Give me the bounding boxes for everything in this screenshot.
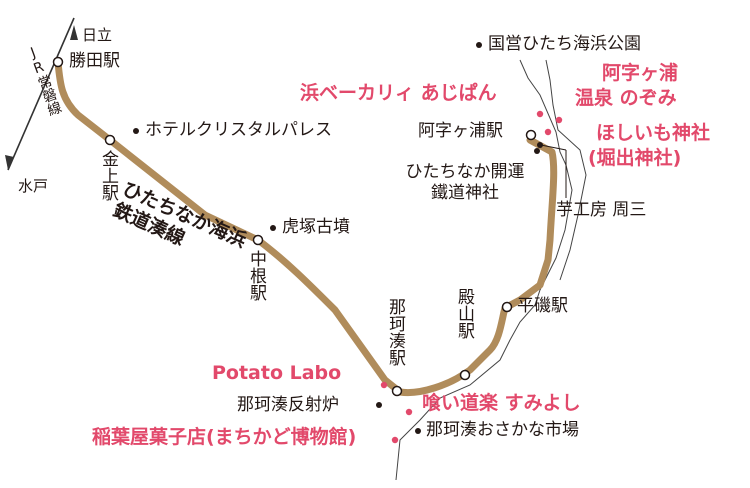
onsen-marker[interactable] (555, 116, 563, 124)
hoshiimo-marker[interactable] (544, 128, 552, 136)
coastline-inner (545, 59, 587, 281)
inabaya-marker[interactable] (391, 436, 399, 444)
landmark-park[interactable]: 国営ひたち海浜公園 (488, 34, 641, 54)
landmark-hotel[interactable]: ホテルクリスタルパレス (145, 120, 332, 140)
station-label-nakaminato[interactable]: 那珂湊駅 (385, 298, 405, 366)
shrine-marker[interactable] (537, 142, 543, 148)
station-label-hiraiso[interactable]: 平磯駅 (517, 296, 568, 316)
hotel-marker[interactable] (133, 128, 139, 134)
station-label-tonoyama[interactable]: 殿山駅 (454, 288, 474, 339)
station-label-kanaage[interactable]: 金上駅 (98, 150, 118, 201)
station-marker-kanaage[interactable] (104, 134, 116, 146)
jr-south-terminal: 水戸 (18, 177, 49, 195)
station-label-nakane[interactable]: 中根駅 (246, 250, 266, 301)
highlight-bakery[interactable]: 浜ベーカリィ あじぱん (300, 82, 497, 104)
station-marker-tonoyama[interactable] (459, 369, 471, 381)
highlight-potato-labo[interactable]: Potato Labo (212, 362, 342, 384)
jr-line-track (7, 17, 75, 171)
station-marker-katsuta[interactable] (52, 56, 64, 68)
shrine-leader (540, 144, 567, 151)
tumulus-marker[interactable] (270, 225, 276, 231)
fish-market-marker[interactable] (415, 428, 421, 434)
station-marker-ajigaura[interactable] (525, 129, 537, 141)
landmark-fish-market[interactable]: 那珂湊おさかな市場 (426, 420, 579, 440)
landmark-shrine-kaiun[interactable]: ひたちなか開運鐵道神社 (405, 162, 525, 204)
station-label-katsuta[interactable]: 勝田駅 (69, 51, 120, 71)
jr-north-terminal: 日立 (82, 26, 113, 44)
highlight-onsen-line2[interactable]: 温泉 のぞみ (575, 87, 677, 109)
highlight-inabaya[interactable]: 稲葉屋菓子店(まちかど博物館) (92, 426, 357, 448)
landmark-hansharo[interactable]: 那珂湊反射炉 (237, 395, 339, 415)
north-arrow-icon (70, 25, 78, 40)
highlight-hoshiimo-line2[interactable]: (堀出神社) (588, 147, 682, 169)
imokobo-marker[interactable] (534, 148, 540, 154)
potato-labo-marker[interactable] (380, 381, 388, 389)
station-marker-nakaminato[interactable] (391, 385, 403, 397)
station-label-ajigaura[interactable]: 阿字ヶ浦駅 (418, 121, 503, 141)
highlight-sumiyoshi[interactable]: 喰い道楽 すみよし (422, 392, 581, 414)
park-marker[interactable] (476, 42, 482, 48)
south-arrow-icon (5, 155, 14, 170)
bakery-marker[interactable] (536, 110, 544, 118)
railway-line (54, 58, 558, 397)
highlight-hoshiimo-line1[interactable]: ほしいも神社 (596, 122, 711, 144)
sumiyoshi-marker[interactable] (405, 408, 413, 416)
highlight-onsen-line1[interactable]: 阿字ヶ浦 (602, 62, 679, 84)
station-marker-hiraiso[interactable] (501, 301, 513, 313)
station-marker-nakane[interactable] (252, 234, 264, 246)
landmark-tumulus[interactable]: 虎塚古墳 (282, 217, 350, 237)
hansharo-marker[interactable] (376, 402, 382, 408)
coastline (395, 59, 573, 481)
landmark-imokobo[interactable]: 芋工房 周三 (556, 200, 647, 220)
